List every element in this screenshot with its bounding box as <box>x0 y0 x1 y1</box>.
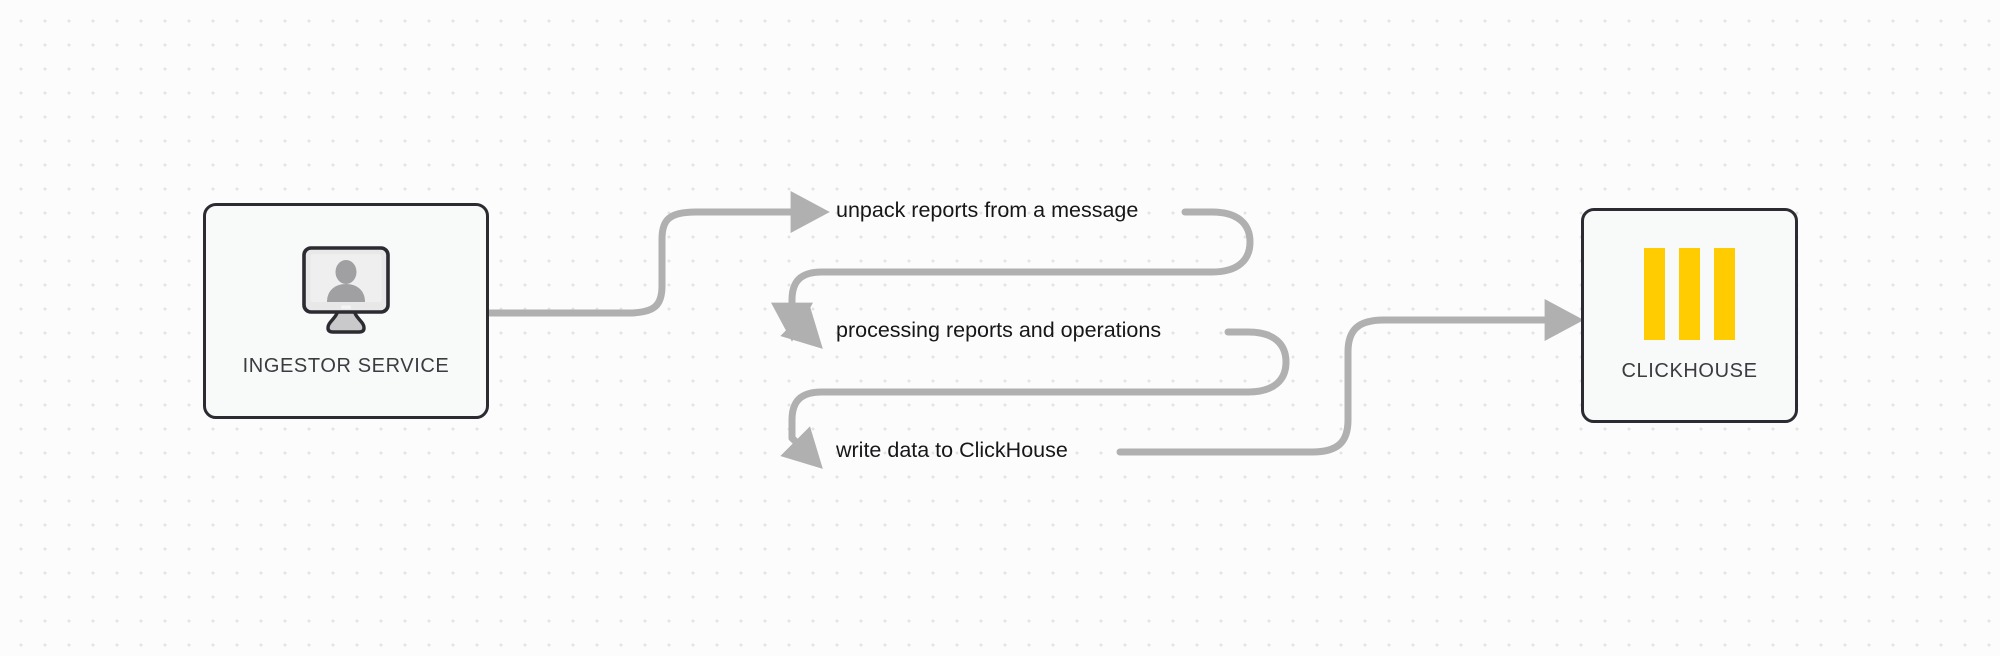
edge-path-ingestor-to-unpack <box>486 191 830 317</box>
node-clickhouse[interactable]: CLICKHOUSE <box>1581 208 1798 423</box>
node-label-ingestor-service: INGESTOR SERVICE <box>242 355 450 377</box>
clickhouse-bar-1 <box>1644 248 1665 340</box>
edge-label-unpack-reports: unpack reports from a message <box>836 198 1139 222</box>
clickhouse-bar-3 <box>1714 248 1735 340</box>
edge-path-write-arrow <box>780 426 823 469</box>
edge-path-processing-to-write <box>788 328 1290 442</box>
node-label-clickhouse: CLICKHOUSE <box>1621 360 1758 382</box>
edge-path-write-to-clickhouse <box>1116 299 1584 456</box>
desktop-monitor-user-icon <box>298 244 394 341</box>
clickhouse-bars-icon <box>1644 248 1735 340</box>
node-ingestor-service[interactable]: INGESTOR SERVICE <box>203 203 489 419</box>
edge-label-write-data: write data to ClickHouse <box>836 438 1068 462</box>
edge-path-unpack-to-processing <box>771 208 1254 342</box>
edge-path-processing-arrow <box>780 306 823 349</box>
edge-label-processing-reports: processing reports and operations <box>836 318 1162 342</box>
clickhouse-bar-2 <box>1679 248 1700 340</box>
